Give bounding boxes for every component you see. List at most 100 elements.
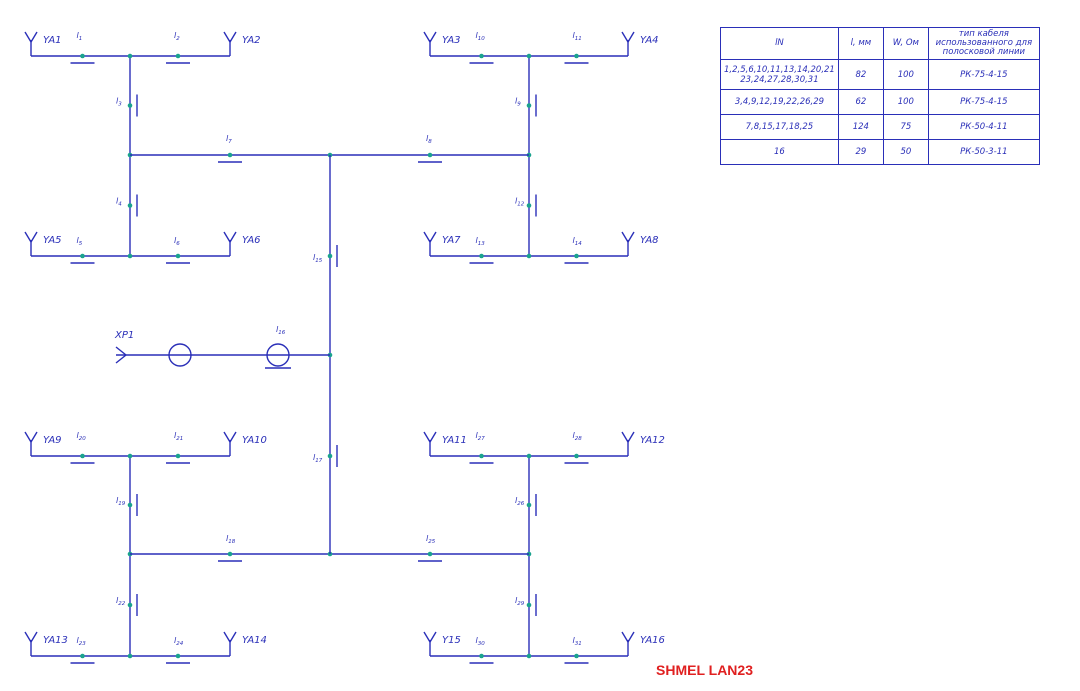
antenna-icon (423, 631, 437, 656)
antenna-stroke (621, 631, 629, 643)
segment-label: l12 (515, 197, 525, 208)
segment-prefix: l (77, 431, 80, 440)
segment-prefix: l (476, 236, 479, 245)
segment-label: l17 (313, 453, 323, 464)
segment-label: l26 (515, 496, 525, 507)
segment-index: 7 (228, 139, 232, 145)
segment-index: 21 (176, 436, 183, 442)
antenna-stroke (429, 231, 437, 243)
junction-node (127, 602, 133, 608)
antenna-label: YA2 (242, 35, 261, 46)
antenna-icon (24, 431, 38, 456)
antenna-stroke (423, 431, 431, 443)
antenna-stroke (229, 231, 237, 243)
segment-index: 16 (278, 330, 285, 336)
segment-label: l9 (515, 97, 521, 108)
junction-node (175, 253, 181, 259)
junction-node (127, 453, 133, 459)
antenna-stroke (627, 431, 635, 443)
segment-prefix: l (116, 197, 119, 206)
cell-ln: 7,8,15,17,18,25 (720, 114, 839, 140)
antenna-label: YA5 (43, 235, 62, 246)
antenna-stroke (621, 231, 629, 243)
antenna-label: YA8 (640, 235, 659, 246)
segment-prefix: l (77, 636, 80, 645)
junction-node (526, 253, 532, 259)
antenna-stroke (24, 431, 32, 443)
segment-prefix: l (515, 496, 518, 505)
segment-label: l25 (426, 534, 436, 545)
segment-index: 27 (478, 436, 485, 442)
segment-index: 4 (118, 202, 122, 208)
segment-prefix: l (573, 31, 576, 40)
segment-index: 17 (315, 458, 322, 464)
segment-label: l18 (226, 534, 236, 545)
antenna-stroke (30, 631, 38, 643)
junction-node (526, 602, 532, 608)
segment-index: 11 (575, 36, 582, 42)
cell-impedance: 100 (882, 59, 929, 90)
segment-prefix: l (174, 31, 177, 40)
segment-prefix: l (515, 596, 518, 605)
segment-label: l8 (426, 134, 432, 145)
cell-ln: 3,4,9,12,19,22,26,29 (720, 89, 839, 115)
segment-prefix: l (573, 636, 576, 645)
antenna-stroke (24, 631, 32, 643)
antenna-stroke (30, 431, 38, 443)
segment-label: l5 (77, 236, 83, 247)
segment-index: 29 (517, 601, 524, 607)
connector-icon (115, 346, 128, 364)
cell-length: 29 (837, 139, 884, 165)
junction-node (227, 152, 233, 158)
antenna-stroke (429, 631, 437, 643)
segment-prefix: l (313, 253, 316, 262)
antenna-label: YA14 (242, 635, 267, 646)
segment-label: l15 (313, 253, 323, 264)
junction-node (127, 103, 133, 108)
segment-index: 5 (79, 241, 83, 247)
segment-label: l24 (174, 636, 184, 647)
segment-index: 22 (118, 601, 125, 607)
antenna-icon (223, 231, 237, 256)
junction-node (127, 53, 133, 59)
junction-node (526, 502, 532, 508)
segment-label: l6 (174, 236, 180, 247)
cell-cable-type: РК-50-3-11 (927, 139, 1040, 165)
junction-node (80, 653, 85, 659)
junction-node (479, 53, 484, 59)
antenna-icon (621, 631, 635, 656)
antenna-stroke (429, 31, 437, 43)
antenna-icon (223, 431, 237, 456)
antenna-icon (24, 231, 38, 256)
cable-spec-table: lN l, мм W, Ом тип кабеля использованног… (720, 27, 1040, 165)
junction-node (80, 53, 85, 59)
table-row: 3,4,9,12,19,22,26,29 62 100 РК-75-4-15 (720, 89, 1040, 115)
junction-node (427, 551, 433, 557)
segment-label: l20 (77, 431, 87, 442)
cell-cable-type: РК-50-4-11 (927, 114, 1040, 140)
segment-label: l22 (116, 596, 126, 607)
junction-node (526, 453, 532, 459)
segment-index: 6 (176, 241, 180, 247)
antenna-stroke (621, 431, 629, 443)
segment-label: l23 (77, 636, 87, 647)
antenna-stroke (423, 631, 431, 643)
antenna-stroke (223, 631, 231, 643)
antenna-label: YA6 (242, 235, 261, 246)
antenna-label: YA11 (442, 435, 467, 446)
antenna-stroke (627, 31, 635, 43)
junction-node (526, 653, 532, 659)
segment-index: 19 (118, 501, 125, 507)
junction-node (80, 453, 85, 459)
antenna-stroke (627, 631, 635, 643)
antenna-stroke (621, 31, 629, 43)
segment-prefix: l (226, 134, 229, 143)
antenna-label: YA9 (43, 435, 62, 446)
segment-prefix: l (426, 534, 429, 543)
junction-node (574, 453, 579, 459)
junction-node (574, 253, 579, 259)
antenna-label: Y15 (442, 635, 461, 646)
antenna-icon (621, 31, 635, 56)
antenna-label: YA4 (640, 35, 659, 46)
cell-cable-type: РК-75-4-15 (927, 89, 1040, 115)
